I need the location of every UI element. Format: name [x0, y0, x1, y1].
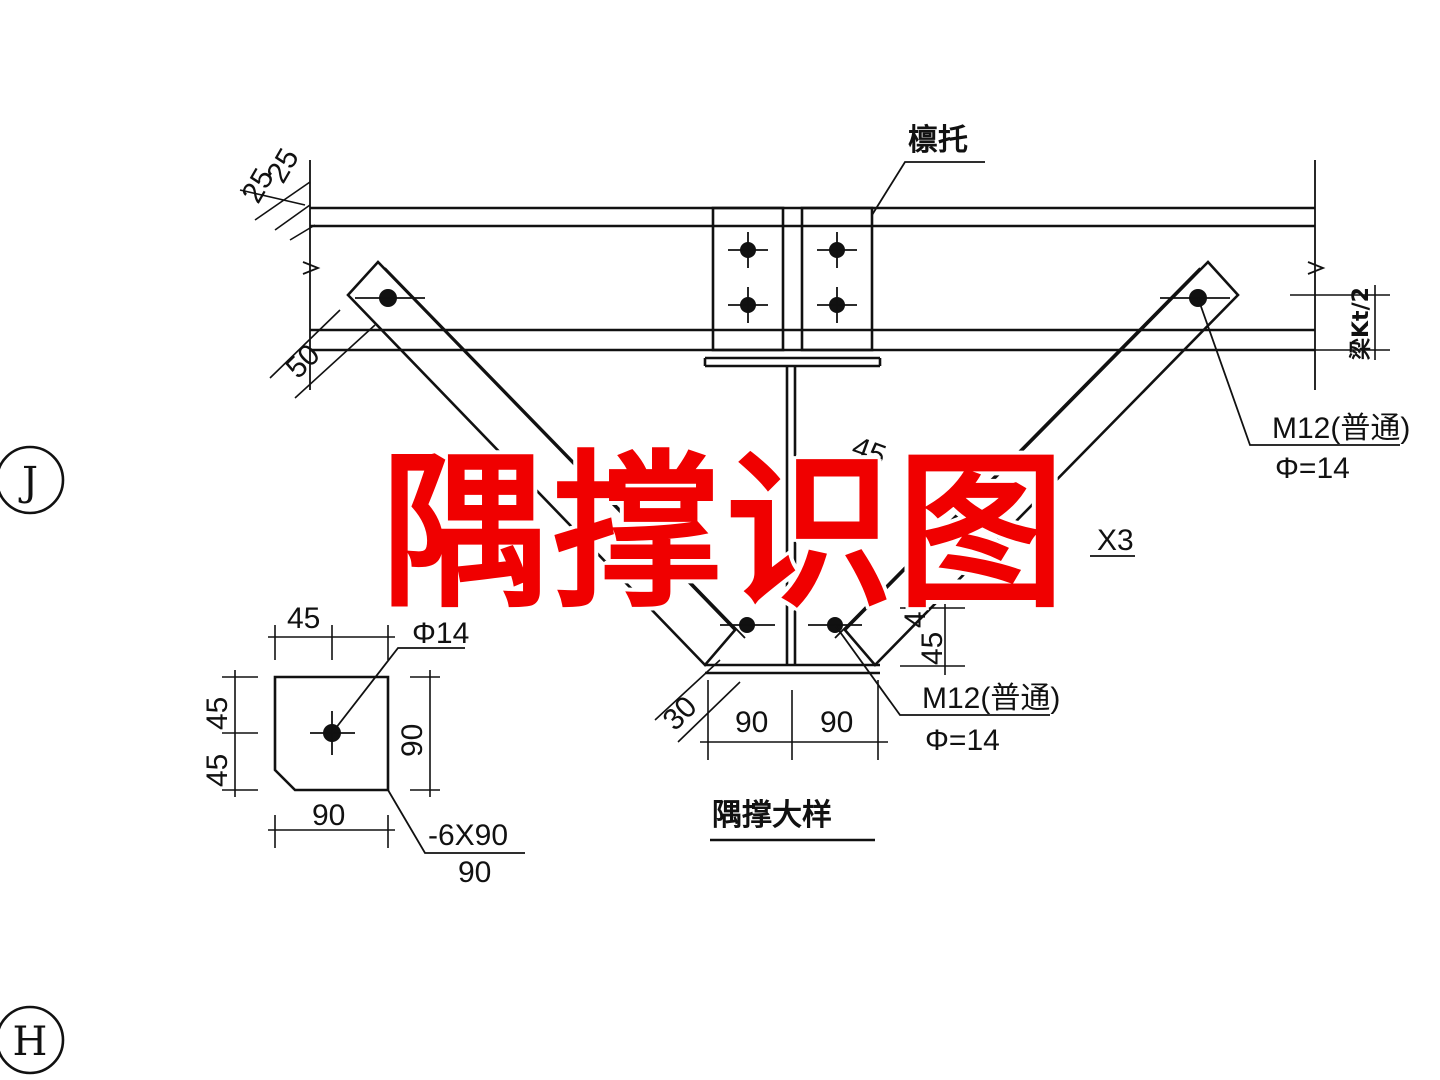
dim-angle-45-mid: 45 [899, 595, 932, 628]
dim-bottom-90-a: 90 [735, 706, 768, 739]
detail-title: 隅撑大样 [712, 798, 832, 833]
bolt-right-label: M12(普通) [1272, 412, 1410, 445]
purlin-support-leader [871, 161, 985, 216]
dim-brace-50 [269, 309, 376, 399]
axis-marker-h: H [0, 1005, 65, 1075]
plate-dim-45-left-b: 45 [201, 754, 234, 787]
bolt-right-leader [1197, 297, 1400, 446]
dim-top-left [239, 181, 316, 241]
angle-spec-label: X3 [1097, 524, 1134, 557]
plate-dim-90-bottom: 90 [312, 799, 345, 832]
plate-hole-label: Φ14 [412, 617, 469, 650]
axis-label-h: H [13, 1019, 48, 1065]
axis-marker-j: J [0, 445, 65, 515]
axis-label-j: J [18, 459, 38, 505]
plate-dim-45-top: 45 [287, 602, 320, 635]
plate-spec-label: -6X90 [428, 819, 508, 852]
right-brace-angle [834, 260, 1240, 667]
purlin [302, 160, 1326, 390]
overlay-title: 隅撑识图 [381, 435, 1069, 631]
connection-plate [222, 625, 525, 854]
bolt-bottom-leader [834, 624, 1050, 716]
steel-beam [310, 328, 1315, 675]
bolt-bottom-label: M12(普通) [922, 682, 1060, 715]
left-brace-angle [346, 260, 746, 667]
bolt-right-hole: Φ=14 [1275, 452, 1350, 485]
dim-brace-50-label: 50 [280, 338, 327, 385]
plate-dim-90-right: 90 [396, 724, 429, 757]
dim-brace-30-label: 30 [657, 690, 704, 737]
plate-spec-sub-label: 90 [458, 856, 491, 889]
dim-bottom-90-b: 90 [820, 706, 853, 739]
dim-bottom-90 [700, 680, 888, 760]
dim-right-45 [900, 600, 965, 675]
dim-brace-30 [654, 659, 741, 743]
dim-beam-half-height [1290, 285, 1390, 360]
beam-half-height-label: 梁Kt/2 [1349, 287, 1374, 361]
purlin-support [711, 206, 874, 352]
purlin-support-label: 檩托 [908, 123, 968, 158]
bolt-bottom-hole: Φ=14 [925, 724, 1000, 757]
plate-dim-45-left-a: 45 [201, 697, 234, 730]
dim-angle-45-right: 45 [916, 632, 949, 665]
